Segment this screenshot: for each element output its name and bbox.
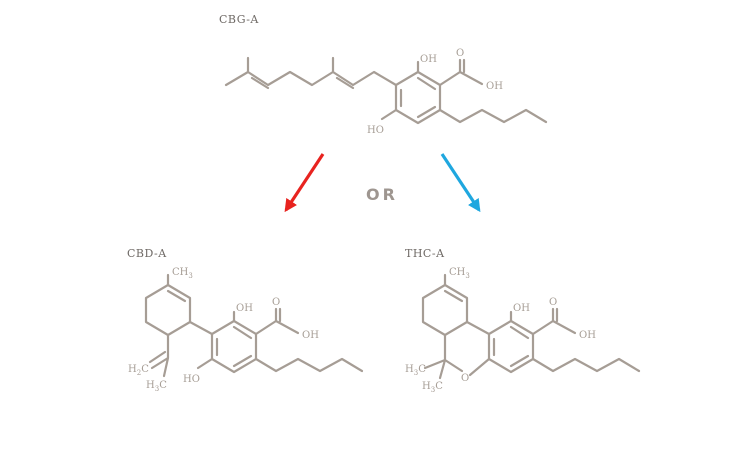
thca-h3c-a: H3C — [405, 364, 426, 377]
molecule-cbda: CBD-A CH3 OH O OH HO H2C H3C — [127, 247, 364, 393]
thca-ring-o: O — [461, 373, 469, 384]
arrow-to-cbda — [284, 153, 325, 213]
molecule-thca: THC-A CH3 OH O OH O H3C H3C — [405, 247, 641, 394]
cbga-oh-acid: OH — [486, 81, 503, 92]
cbga-oxo: O — [456, 48, 464, 59]
cbda-structure — [144, 273, 364, 378]
thca-oh-top: OH — [513, 303, 530, 314]
cbda-ch3: CH3 — [172, 267, 193, 280]
cbda-ho: HO — [183, 374, 200, 385]
thca-title: THC-A — [405, 247, 445, 260]
molecule-cbga: CBG-A OH O OH HO — [219, 13, 548, 136]
thca-oxo: O — [549, 297, 557, 308]
cbda-h3c: H3C — [146, 380, 167, 393]
cbga-title: CBG-A — [219, 13, 259, 26]
or-connector: OR — [366, 185, 398, 204]
thca-h3c-b: H3C — [422, 381, 443, 394]
cbda-title: CBD-A — [127, 247, 167, 260]
cbda-h2c: H2C — [128, 364, 149, 377]
arrow-to-thca — [440, 153, 481, 213]
cbda-oxo: O — [272, 297, 280, 308]
cbda-oh-acid: OH — [302, 330, 319, 341]
thca-oh-acid: OH — [579, 330, 596, 341]
thca-ch3: CH3 — [449, 267, 470, 280]
cbda-oh-top: OH — [236, 303, 253, 314]
thca-structure — [421, 273, 641, 380]
cbga-ho: HO — [367, 125, 384, 136]
cbga-structure — [224, 56, 548, 125]
cbga-oh-top: OH — [420, 54, 437, 65]
